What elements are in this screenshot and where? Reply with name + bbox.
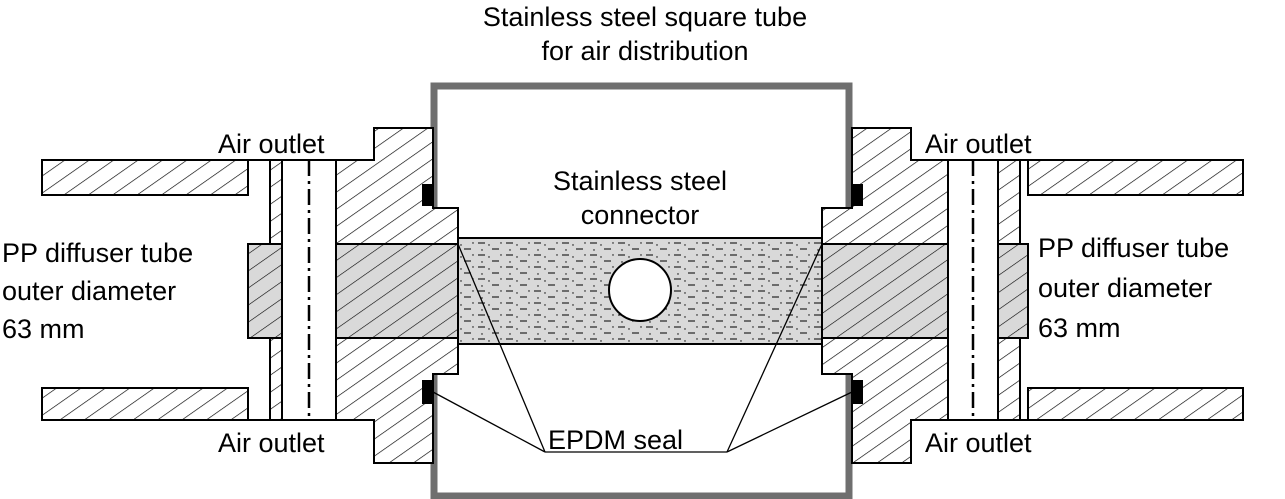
air-outlet-label-bottom-left: Air outlet xyxy=(218,428,325,458)
left-upper-seal xyxy=(422,184,433,206)
right-lower-seal xyxy=(852,380,863,404)
connector-label-line-1: Stainless steel xyxy=(552,166,728,196)
title-line-1: Stainless steel square tube xyxy=(482,2,808,32)
title-line-2: for air distribution xyxy=(541,36,749,66)
connector-label-line-2: connector xyxy=(580,200,700,230)
epdm-seal-label: EPDM seal xyxy=(548,425,684,455)
seal-leader-lines xyxy=(432,243,853,453)
air-outlet-label-top-right: Air outlet xyxy=(925,129,1032,159)
right-tube-label-line-1: PP diffuser tube xyxy=(1038,233,1230,263)
air-outlet-label-top-left: Air outlet xyxy=(218,129,325,159)
left-diffuser-assembly xyxy=(41,127,459,464)
left-tube-label-line-3: 63 mm xyxy=(2,314,85,344)
left-tube-band xyxy=(247,243,459,339)
left-tube-label-line-2: outer diameter xyxy=(2,276,177,306)
right-upper-seal xyxy=(852,184,863,206)
right-tube-label-line-2: outer diameter xyxy=(1038,273,1213,303)
right-diffuser-assembly xyxy=(821,127,1244,464)
left-tube-label-line-1: PP diffuser tube xyxy=(2,238,194,268)
air-outlet-label-bottom-right: Air outlet xyxy=(925,428,1032,458)
right-tube-label-line-3: 63 mm xyxy=(1038,313,1121,343)
right-upper-wall xyxy=(821,127,1244,245)
connector-hole xyxy=(608,258,672,322)
right-lower-wall xyxy=(821,337,1244,464)
left-lower-seal xyxy=(422,380,433,404)
